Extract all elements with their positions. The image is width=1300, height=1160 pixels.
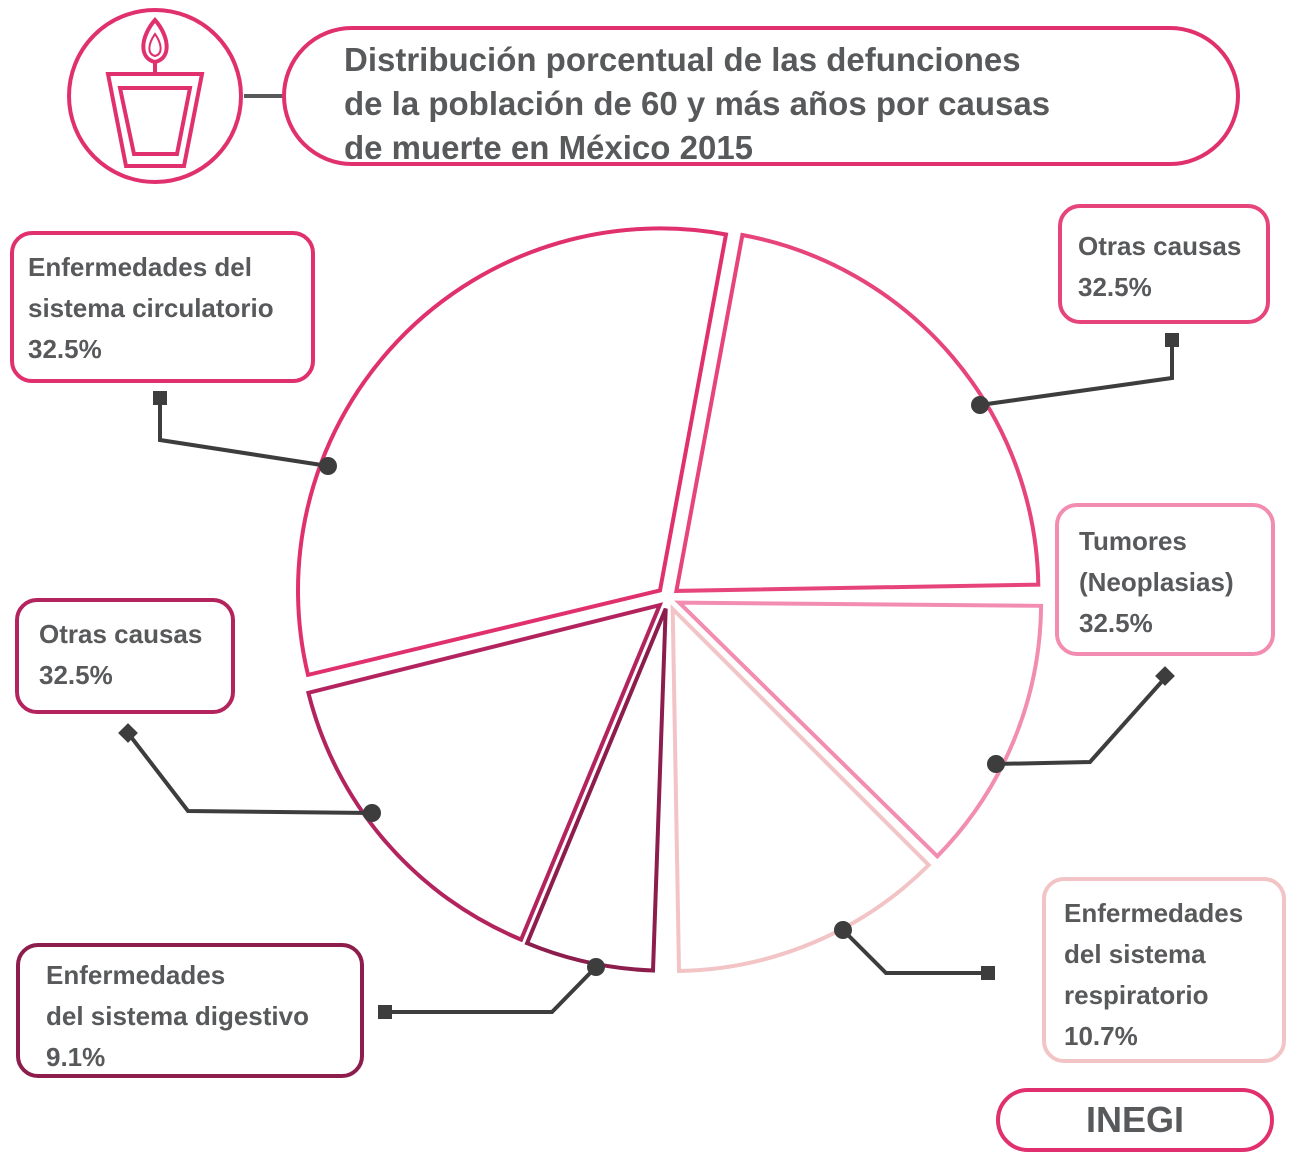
label-respiratorio: Enfermedades del sistema respiratorio 10… — [1042, 877, 1286, 1063]
connector-otras-causas-left — [126, 731, 373, 815]
title-line-2: de la población de 60 y más años por cau… — [344, 85, 1051, 122]
title-box: Distribución porcentual de las defuncion… — [282, 26, 1240, 166]
connector-tumores — [995, 676, 1167, 766]
label-respiratorio-line-2: del sistema — [1064, 939, 1206, 969]
label-tumores-value: 32.5% — [1079, 608, 1153, 638]
label-tumores-line-2: (Neoplasias) — [1079, 567, 1234, 597]
connector-circulatorio-marker — [153, 391, 167, 405]
label-respiratorio-line-1: Enfermedades — [1064, 898, 1244, 928]
label-digestivo-value: 9.1% — [46, 1042, 106, 1072]
label-circulatorio: Enfermedades del sistema circulatorio 32… — [10, 231, 315, 383]
connector-otras-causas-top — [979, 342, 1174, 407]
label-respiratorio-line-3: respiratorio — [1064, 980, 1209, 1010]
label-otras-causas-left-value: 32.5% — [39, 660, 113, 690]
label-digestivo-line-1: Enfermedades — [46, 960, 226, 990]
label-otras-causas-top: Otras causas 32.5% — [1058, 204, 1270, 324]
connector-respiratorio-marker — [981, 966, 995, 980]
title-line-3: de muerte en México 2015 — [344, 129, 754, 166]
label-digestivo-line-2: del sistema digestivo — [46, 1001, 309, 1031]
source-label: INEGI — [996, 1088, 1274, 1152]
title-line-1: Distribución porcentual de las defuncion… — [344, 41, 1021, 78]
connector-otras-causas-top-marker — [1165, 333, 1179, 347]
connector-respiratorio — [841, 928, 988, 975]
connector-digestivo — [385, 965, 598, 1014]
connector-tumores-dot — [987, 755, 1005, 773]
connector-tumores-marker — [1155, 666, 1175, 686]
slice-tumores — [674, 600, 1044, 860]
slice-otras-causas-left — [305, 602, 664, 943]
connector-digestivo-dot — [587, 958, 605, 976]
connector-otras-causas-left-dot — [363, 804, 381, 822]
connector-respiratorio-dot — [834, 921, 852, 939]
connector-circulatorio-dot — [319, 457, 337, 475]
connector-otras-causas-top-dot — [971, 396, 989, 414]
label-otras-causas-top-value: 32.5% — [1078, 272, 1152, 302]
connector-circulatorio — [158, 400, 329, 468]
label-otras-causas-left: Otras causas 32.5% — [15, 598, 235, 714]
label-tumores: Tumores (Neoplasias) 32.5% — [1055, 503, 1275, 656]
candle-icon — [67, 8, 243, 184]
label-circulatorio-line-1: Enfermedades del — [28, 252, 252, 282]
label-circulatorio-line-2: sistema circulatorio — [28, 293, 274, 323]
label-otras-causas-top-line-1: Otras causas — [1078, 231, 1242, 261]
label-otras-causas-left-line-1: Otras causas — [39, 619, 203, 649]
slice-otras-causas-top — [673, 232, 1041, 593]
slice-digestivo — [524, 607, 668, 973]
label-respiratorio-value: 10.7% — [1064, 1021, 1138, 1051]
connector-digestivo-marker — [378, 1005, 392, 1019]
slice-circulatorio — [296, 226, 729, 678]
slice-respiratorio — [670, 604, 932, 974]
label-circulatorio-value: 32.5% — [28, 334, 102, 364]
label-tumores-line-1: Tumores — [1079, 526, 1187, 556]
label-digestivo: Enfermedades del sistema digestivo 9.1% — [16, 943, 364, 1078]
